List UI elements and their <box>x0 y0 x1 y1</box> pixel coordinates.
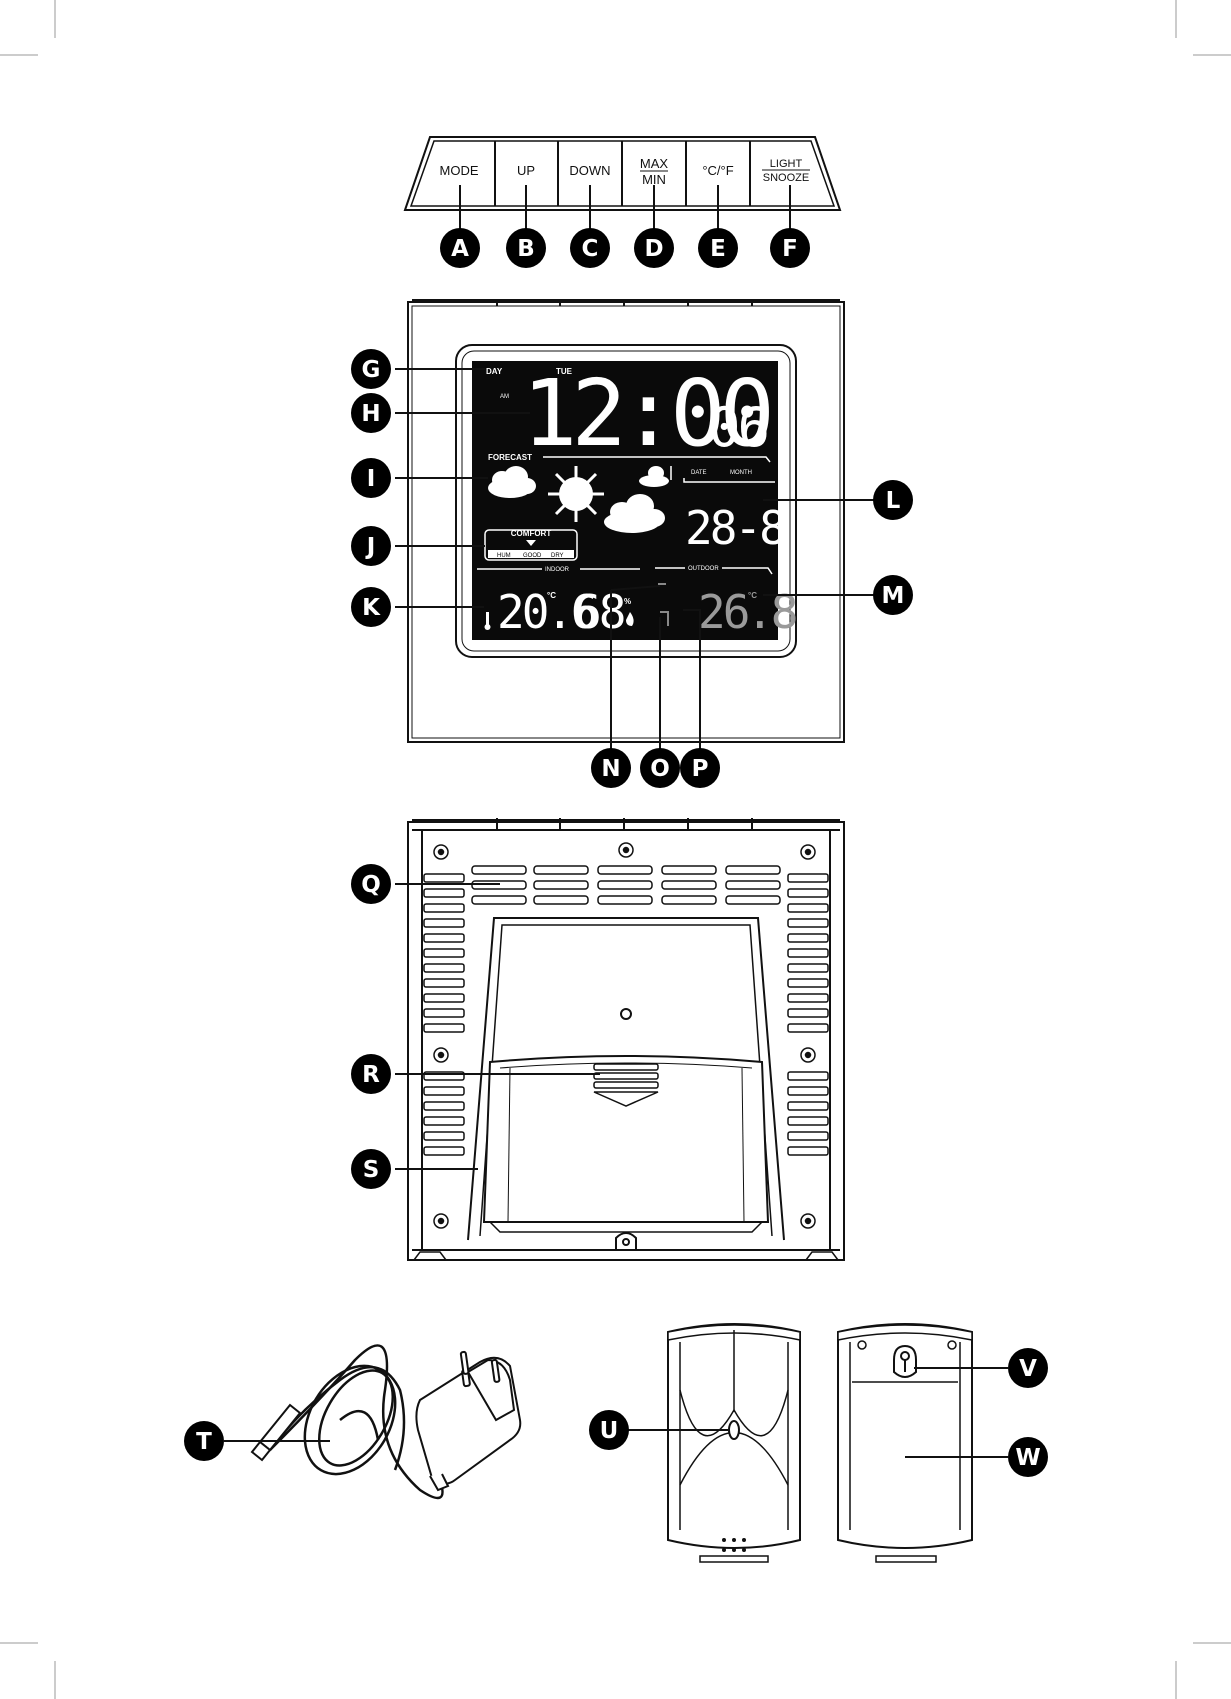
svg-text:S: S <box>363 1157 380 1183</box>
comfort-label: COMFORT <box>511 529 552 538</box>
callout-p: P <box>680 748 720 788</box>
sun-icon <box>548 466 604 522</box>
svg-text:K: K <box>362 595 381 621</box>
svg-text:F: F <box>782 236 798 262</box>
down-button-label: DOWN <box>569 163 610 178</box>
callout-o: O <box>640 748 680 788</box>
svg-text:D: D <box>644 236 663 262</box>
outdoor-label: OUTDOOR <box>688 566 719 572</box>
sensor-back <box>838 1324 1008 1562</box>
callout-n: N <box>591 748 631 788</box>
up-button-label: UP <box>517 163 535 178</box>
indoor-temperature: 20 <box>497 585 547 639</box>
outdoor-temp-decimal: .8 <box>746 585 796 639</box>
callout-k: K <box>351 587 391 627</box>
callout-g: G <box>351 349 391 389</box>
callout-t: T <box>184 1421 224 1461</box>
svg-text:T: T <box>196 1429 212 1455</box>
svg-text:E: E <box>710 236 726 262</box>
svg-text:C: C <box>582 236 599 262</box>
callout-m: M <box>873 575 913 615</box>
mode-button-label: MODE <box>440 163 479 178</box>
day-label: DAY <box>486 367 503 376</box>
min-button-label: MIN <box>642 172 666 187</box>
wall-hook-icon <box>616 1233 636 1250</box>
svg-text:L: L <box>886 488 901 514</box>
vent-slots-top <box>472 866 780 904</box>
comfort-good: GOOD <box>523 553 542 559</box>
indoor-humidity: 68 <box>574 585 624 639</box>
svg-text:R: R <box>362 1062 380 1088</box>
svg-text:Q: Q <box>361 872 381 898</box>
callout-q: Q <box>351 864 391 904</box>
svg-text:N: N <box>601 756 620 782</box>
svg-text:I: I <box>367 466 376 492</box>
svg-text:J: J <box>365 534 376 560</box>
sensor-front <box>628 1324 800 1562</box>
svg-text:U: U <box>600 1418 619 1444</box>
dc-plug-icon <box>252 1405 300 1460</box>
svg-text:H: H <box>361 401 380 427</box>
outdoor-temperature: 26 <box>698 585 748 639</box>
svg-text:M: M <box>882 583 905 609</box>
svg-text:V: V <box>1019 1356 1037 1382</box>
humidity-unit: % <box>624 597 631 606</box>
callout-w: W <box>1008 1437 1048 1477</box>
callout-s: S <box>351 1149 391 1189</box>
callout-v: V <box>1008 1348 1048 1388</box>
back-unit <box>395 818 844 1260</box>
button-strip: MODE UP DOWN MAX MIN °C/°F LIGHT SNOOZE <box>405 137 840 232</box>
date-label: DATE <box>691 470 707 476</box>
callout-h: H <box>351 393 391 433</box>
clock-seconds: 06 <box>708 396 767 459</box>
callout-d: D <box>634 228 674 268</box>
callout-i: I <box>351 458 391 498</box>
callout-c: C <box>570 228 610 268</box>
snooze-button-label: SNOOZE <box>763 172 809 184</box>
callout-b: B <box>506 228 546 268</box>
front-unit: DAY TUE AM 12:00 06 FORECAST <box>395 300 874 750</box>
callout-f: F <box>770 228 810 268</box>
comfort-hum: HUM <box>497 553 511 559</box>
svg-text:A: A <box>451 236 469 262</box>
svg-text:G: G <box>362 357 381 383</box>
ampm-label: AM <box>500 394 509 400</box>
callout-a: A <box>440 228 480 268</box>
indoor-label: INDOOR <box>545 567 570 573</box>
max-button-label: MAX <box>640 156 669 171</box>
svg-text:O: O <box>650 756 670 782</box>
unit-button-label: °C/°F <box>702 163 733 178</box>
svg-text:P: P <box>692 756 709 782</box>
wall-plug-icon <box>416 1352 520 1490</box>
callout-j: J <box>351 526 391 566</box>
date-value: 28-8 <box>685 501 784 555</box>
forecast-label: FORECAST <box>488 453 532 462</box>
callout-r: R <box>351 1054 391 1094</box>
keyhole-icon <box>894 1346 916 1377</box>
callout-l: L <box>873 480 913 520</box>
svg-text:W: W <box>1015 1445 1040 1471</box>
comfort-dry: DRY <box>551 553 564 559</box>
light-button-label: LIGHT <box>770 158 803 170</box>
month-label: MONTH <box>730 470 752 476</box>
svg-text:B: B <box>517 236 535 262</box>
power-adapter <box>224 1345 520 1498</box>
callout-u: U <box>589 1410 629 1450</box>
sensor-led-icon <box>729 1421 739 1439</box>
callout-e: E <box>698 228 738 268</box>
